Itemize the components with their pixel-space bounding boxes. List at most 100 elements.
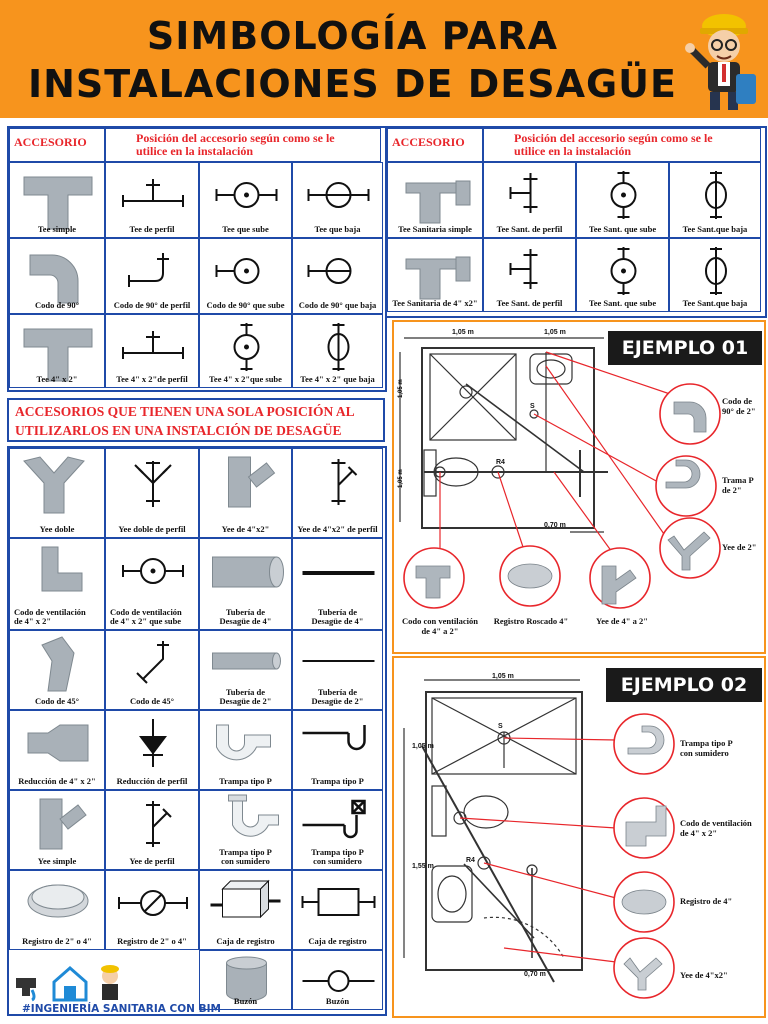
cell-label-line: Tee 4" x 2"que sube bbox=[209, 374, 282, 384]
ex2-dim-top: 1,05 m bbox=[492, 673, 514, 680]
cell-label-line: Tee de perfil bbox=[129, 224, 175, 234]
elbow-photo-icon bbox=[29, 254, 79, 304]
ex1-bottom-label-1: Codo con ventilación de 4" a 2" bbox=[400, 616, 480, 636]
cell-label-line: Codo de ventilación bbox=[14, 607, 86, 617]
single-grid-cell-4-0: Yee simple bbox=[9, 790, 105, 870]
single-grid-cell-5-1: Registro de 2" o 4" bbox=[105, 870, 199, 950]
elbow-profile-icon bbox=[128, 253, 169, 287]
cell-label: Tee Sant. de perfil bbox=[484, 299, 575, 308]
ex1-mark-r4: R4 bbox=[496, 459, 505, 466]
cell-label-line: Reducción de perfil bbox=[116, 776, 188, 786]
cell-label-line: Desagüe de 2" bbox=[311, 696, 364, 706]
cell-label-line: Tubería de bbox=[225, 607, 266, 617]
cell-label: Yee de perfil bbox=[106, 857, 198, 866]
header-banner bbox=[0, 0, 768, 118]
circ-up-icon bbox=[215, 182, 278, 208]
cell-label-line: Tee Sant.que baja bbox=[682, 224, 748, 234]
ex2-dim-side-top: 1,05 m bbox=[412, 743, 434, 750]
cell-label: Codo de 90° de perfil bbox=[106, 301, 198, 310]
cell-label: Reducción de 4" x 2" bbox=[10, 777, 104, 786]
ex2-callout-2: Codo de ventilación de 4" x 2" bbox=[680, 818, 762, 838]
header-posicion-left-line2: utilice en la instalación bbox=[136, 144, 253, 158]
header-posicion-right-line2: utilice en la instalación bbox=[514, 144, 631, 158]
cell-label: Tee Sant. que sube bbox=[577, 299, 668, 308]
cell-label: Yee de 4"x2" bbox=[200, 525, 291, 534]
ex1-dim-top-right: 1,05 m bbox=[544, 329, 566, 336]
cell-label: Tee de perfil bbox=[106, 225, 198, 234]
header-posicion-left: Posición del accesorio según como se le … bbox=[105, 128, 381, 162]
cell-label: Codo de 45° bbox=[106, 697, 198, 706]
vert-circ-up-icon bbox=[610, 171, 637, 219]
cell-label: Reducción de perfil bbox=[106, 777, 198, 786]
box-photo-icon bbox=[210, 879, 281, 919]
red-tee-photo-icon bbox=[405, 256, 471, 300]
header-posicion-right-line1: Posición del accesorio según como se le bbox=[514, 131, 713, 145]
cell-label: Registro de 2" o 4" bbox=[106, 937, 198, 946]
vert-circ-down-icon bbox=[705, 247, 727, 295]
cell-label-line: Caja de registro bbox=[216, 936, 275, 946]
cell-label: Codo de 90° que sube bbox=[200, 301, 291, 310]
reduc-photo-icon bbox=[27, 724, 89, 762]
right-grid-cell-0-2: Tee Sant. que sube bbox=[576, 162, 669, 238]
elbow45-photo-icon bbox=[41, 636, 75, 692]
cell-label-line: Desagüe de 2" bbox=[219, 696, 272, 706]
ex1-dim-side-top: 1,05 m bbox=[398, 379, 404, 398]
left-grid-cell-0-1: Tee de perfil bbox=[105, 162, 199, 238]
box-symbol-icon bbox=[301, 888, 376, 916]
left-grid-cell-0-2: Tee que sube bbox=[199, 162, 292, 238]
cell-label-line: Yee de perfil bbox=[129, 856, 175, 866]
ex1-callout-2: Trama P de 2" bbox=[722, 475, 754, 495]
cell-label: Tee que baja bbox=[293, 225, 382, 234]
cell-label-line: Tee 4" x 2" que baja bbox=[300, 374, 375, 384]
tee-profile-icon bbox=[122, 331, 184, 359]
single-grid-cell-6-3: Buzón bbox=[292, 950, 383, 1010]
right-grid-cell-0-0: Tee Sanitaria simple bbox=[387, 162, 483, 238]
cell-label: Caja de registro bbox=[200, 937, 291, 946]
yee-single-profile-icon bbox=[331, 459, 358, 505]
cell-label-line: Tee Sanitaria de 4" x2" bbox=[392, 298, 478, 308]
cell-label-line: Trampa tipo P bbox=[311, 847, 364, 857]
vert-circ-up-icon bbox=[233, 323, 260, 371]
elbow-down-icon bbox=[307, 258, 352, 284]
tee-profile-icon bbox=[122, 179, 184, 207]
ex2-mark-s: S bbox=[498, 723, 503, 730]
cell-label-line: Trampa tipo P bbox=[219, 847, 272, 857]
cell-label-line: Yee de 4"x2" de perfil bbox=[297, 524, 378, 534]
trap-symbol-icon bbox=[302, 725, 366, 751]
vent-photo-icon bbox=[41, 546, 83, 592]
cell-label-line: Trampa tipo P bbox=[311, 776, 364, 786]
cell-label: Trampa tipo P bbox=[293, 777, 382, 786]
single-grid-cell-3-3: Trampa tipo P bbox=[292, 710, 383, 790]
header-accesorio-right: ACCESORIO bbox=[387, 128, 483, 162]
circ-down-icon bbox=[307, 182, 370, 208]
cell-label: Tee que sube bbox=[200, 225, 291, 234]
cell-label-line: Codo de 45° bbox=[34, 696, 79, 706]
ex2-callout-2-line1: Codo de ventilación bbox=[680, 818, 752, 828]
cell-label: Tee simple bbox=[10, 225, 104, 234]
pipe4-icon bbox=[212, 556, 284, 588]
cell-label-line: Registro de 2" o 4" bbox=[22, 936, 92, 946]
left-grid-cell-1-3: Codo de 90° que baja bbox=[292, 238, 383, 314]
example1-plan: 1,05 m 1,05 m R4 S 0,70 m bbox=[398, 329, 721, 609]
yee-single-photo-icon bbox=[228, 456, 276, 508]
line4-icon bbox=[302, 571, 375, 575]
ex2-mark-r4: R4 bbox=[466, 857, 475, 864]
ex1-bottom-label-1-line2: de 4" a 2" bbox=[421, 626, 459, 636]
ex2-callout-1: Trampa tipo P con sumidero bbox=[680, 738, 760, 758]
ex1-dim-side-bottom: 1,05 m bbox=[398, 469, 404, 488]
ex2-callout-1-line2: con sumidero bbox=[680, 748, 729, 758]
ex1-mark-s: S bbox=[530, 403, 535, 410]
cell-label: Yee doble de perfil bbox=[106, 525, 198, 534]
left-grid-cell-2-0: Tee 4" x 2" bbox=[9, 314, 105, 388]
single-grid-cell-5-3: Caja de registro bbox=[292, 870, 383, 950]
cell-label-line: Yee simple bbox=[37, 856, 77, 866]
cell-label: Codo de 45° bbox=[10, 697, 104, 706]
